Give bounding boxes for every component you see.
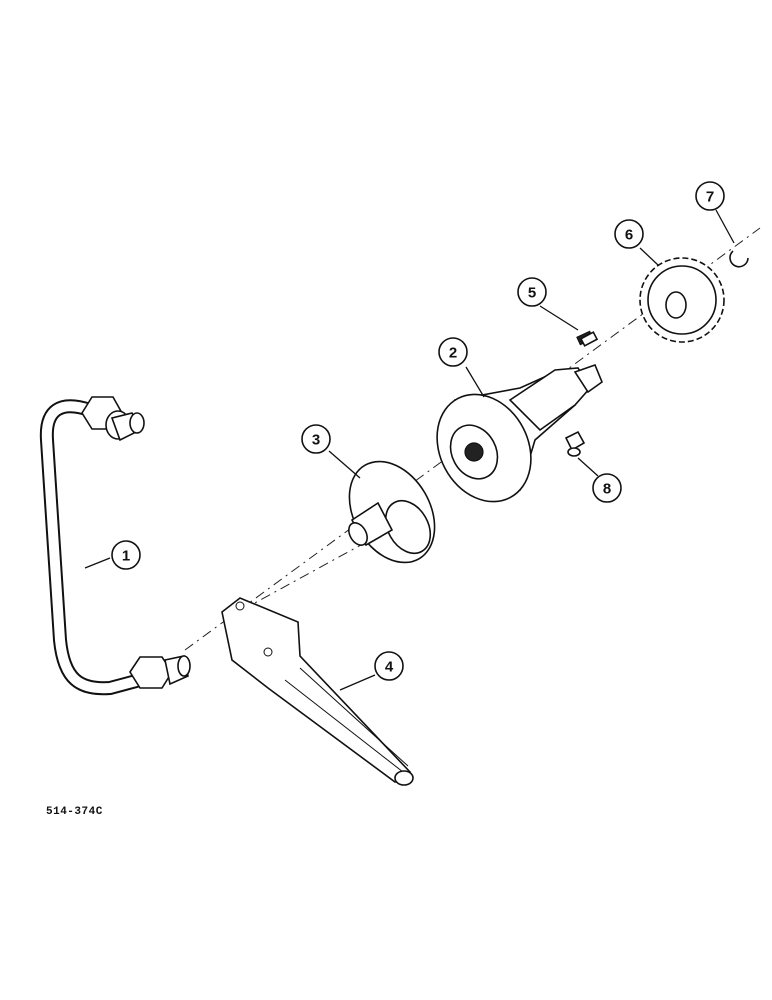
grease-fitting: [564, 430, 586, 457]
callout-6: 6: [614, 219, 659, 266]
flange-fitting: [348, 460, 436, 564]
callout-6-label: 6: [625, 227, 633, 244]
callout-5: 5: [517, 277, 579, 331]
housing-assembly: [436, 330, 603, 503]
callout-7: 7: [695, 181, 735, 244]
callout-5-label: 5: [528, 285, 536, 302]
callout-2: 2: [438, 337, 485, 398]
callout-3-label: 3: [312, 432, 320, 449]
gear: [639, 257, 725, 343]
snap-ring: [729, 250, 749, 268]
tube-assembly: [39, 396, 191, 696]
key: [579, 331, 599, 347]
callout-8: 8: [577, 457, 622, 503]
callout-7-label: 7: [706, 189, 714, 206]
callout-2-label: 2: [449, 345, 457, 362]
callout-3: 3: [301, 424, 361, 479]
callout-1: 1: [84, 540, 141, 570]
callout-4: 4: [339, 651, 404, 691]
callout-4-label: 4: [385, 659, 394, 676]
callout-1-label: 1: [122, 548, 130, 565]
lever-arm: [221, 597, 414, 786]
callout-8-label: 8: [603, 481, 611, 498]
drawing-reference-code: 514-374C: [46, 806, 103, 818]
